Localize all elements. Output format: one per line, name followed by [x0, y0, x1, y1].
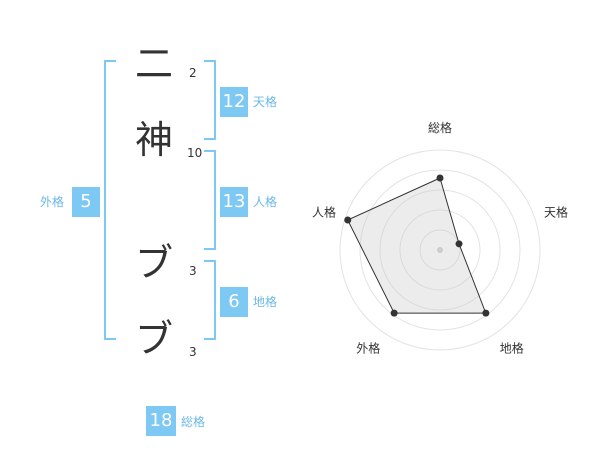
radar-point-3	[482, 309, 490, 317]
radar-axis-label-1: 総格	[428, 120, 452, 135]
soukaku-label: 総格	[181, 415, 206, 429]
stroke-count-1: 2	[189, 66, 197, 80]
stroke-count-2: 10	[187, 146, 203, 160]
chikaku-bracket	[204, 260, 216, 340]
radar-axis-label-3: 地格	[500, 341, 524, 356]
chikaku-value: 6	[220, 287, 248, 317]
radar-point-2	[455, 240, 463, 248]
soukaku-value: 18	[146, 406, 176, 436]
radar-point-5	[344, 216, 352, 224]
name-char-3: ブ	[134, 241, 173, 285]
radar-axis-label-5: 人格	[312, 204, 336, 219]
tenkaku-bracket	[204, 60, 216, 140]
jinkaku-bracket	[204, 150, 216, 250]
stroke-count-3: 3	[189, 264, 197, 278]
jinkaku-label: 人格	[253, 195, 278, 209]
name-char-1: 二	[134, 42, 173, 86]
jinkaku-value: 13	[220, 187, 248, 217]
tenkaku-value: 12	[220, 87, 248, 117]
tenkaku-label: 天格	[253, 95, 278, 109]
name-char-4: ブ	[134, 317, 173, 361]
chikaku-label: 地格	[253, 295, 278, 309]
gaikaku-value: 5	[72, 187, 100, 217]
gaikaku-label: 外格	[40, 195, 65, 209]
radar-center-dot	[437, 247, 443, 253]
radar-axis-label-4: 外格	[356, 341, 380, 356]
radar-axis-label-2: 天格	[544, 204, 568, 219]
radar-point-1	[436, 174, 444, 182]
radar-area	[347, 177, 487, 314]
name-char-2: 神	[134, 118, 173, 162]
gaikaku-bracket	[104, 60, 116, 340]
stroke-count-4: 3	[189, 345, 197, 359]
radar-point-4	[390, 309, 398, 317]
